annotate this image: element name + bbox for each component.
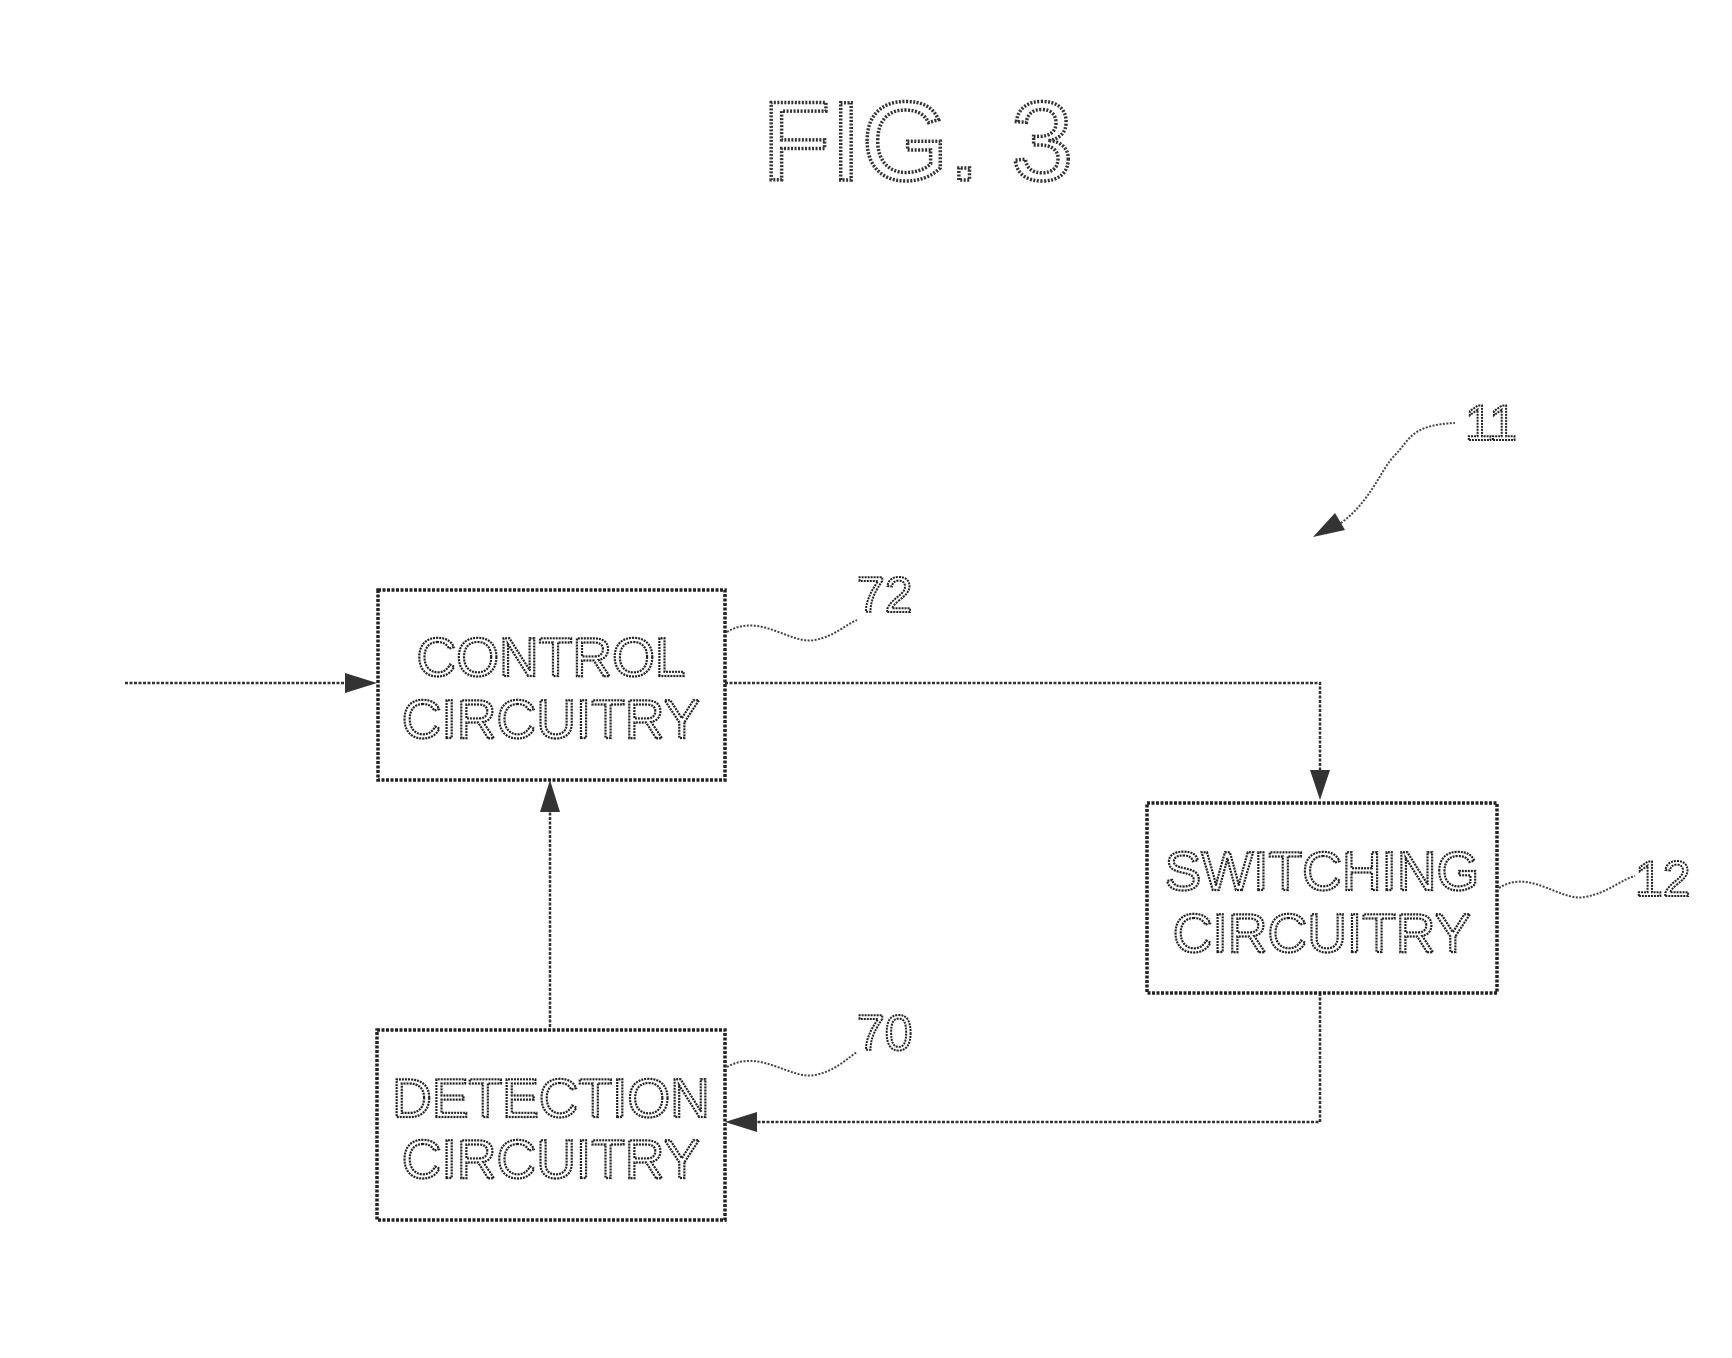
switching-ref-leader [1499, 876, 1635, 898]
input-arrowhead [345, 673, 377, 693]
control-circuitry-label-line1: CONTROL [417, 626, 686, 688]
control-ref-number: 72 [857, 567, 913, 623]
device-ref-arrowhead [1313, 513, 1345, 537]
detection-ref-number: 70 [857, 1005, 913, 1061]
device-ref-number: 11 [1465, 395, 1517, 451]
switching-circuitry-label-line2: CIRCUITRY [1173, 902, 1471, 964]
switching-circuitry-label-line1: SWITCHING [1165, 840, 1480, 902]
switching-to-detection-wire [755, 993, 1320, 1122]
figure-title: FIG. 3 [762, 79, 1073, 204]
device-ref-leader [1335, 423, 1455, 527]
detection-ref-leader [727, 1052, 857, 1076]
control-to-switching-arrowhead [1310, 770, 1330, 800]
switching-ref-number: 12 [1635, 851, 1691, 907]
detection-circuitry-label-line2: CIRCUITRY [402, 1128, 700, 1190]
control-ref-leader [727, 620, 857, 641]
switching-circuitry-block: SWITCHING CIRCUITRY [1147, 803, 1497, 993]
detection-circuitry-label-line1: DETECTION [392, 1067, 710, 1129]
control-circuitry-label-line2: CIRCUITRY [402, 688, 700, 750]
detection-circuitry-block: DETECTION CIRCUITRY [377, 1030, 725, 1220]
switching-to-detection-arrowhead [725, 1112, 757, 1132]
detection-to-control-arrowhead [540, 780, 560, 812]
control-to-switching-wire [725, 683, 1320, 775]
control-circuitry-block: CONTROL CIRCUITRY [378, 590, 725, 780]
